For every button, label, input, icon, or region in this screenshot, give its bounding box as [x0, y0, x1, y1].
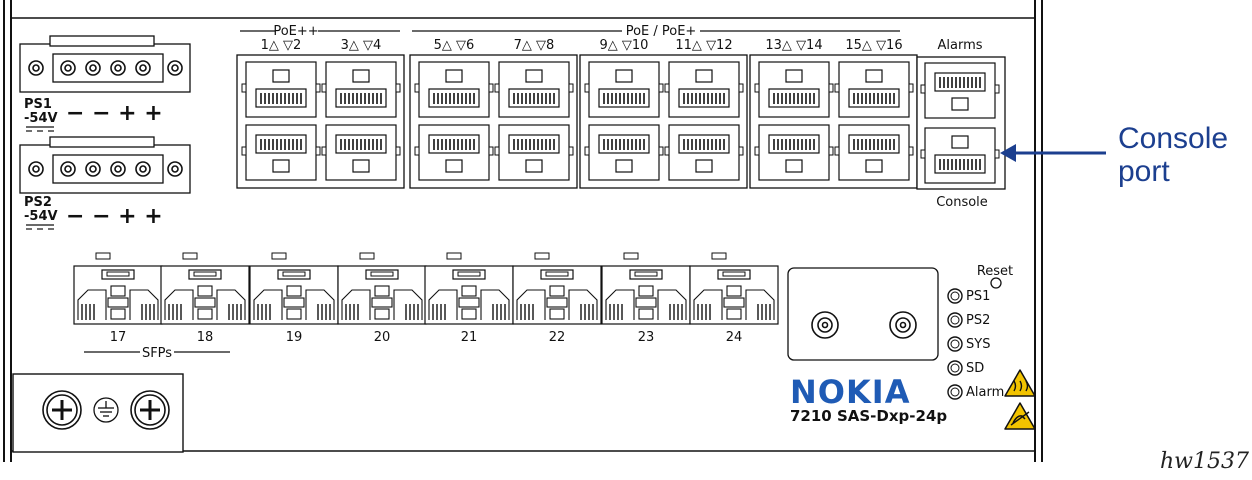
- callout-line-2: port: [1118, 155, 1170, 188]
- sfp-port-18[interactable]: [160, 252, 250, 325]
- coax-connector-block: [787, 267, 939, 361]
- rj45-port-6[interactable]: [415, 125, 493, 180]
- ps2-voltage: -54V: [24, 209, 58, 224]
- ps2-label: PS2: [24, 195, 52, 210]
- rj45-port-labels: 1△ ▽2 3△ ▽4 5△ ▽6 7△ ▽8 9△ ▽10 11△ ▽12 13△ ▽14…: [261, 38, 903, 53]
- sfp-port-23[interactable]: [601, 252, 691, 325]
- figure-id: hw1537: [1160, 449, 1249, 474]
- sfp-port-number: 24: [726, 330, 743, 345]
- sfp-port-number: 19: [286, 330, 303, 345]
- led-inner: [950, 315, 960, 325]
- rj45-port-4[interactable]: [322, 125, 400, 180]
- rj45-port-9[interactable]: [585, 62, 663, 117]
- rj45-port-16[interactable]: [835, 125, 913, 180]
- rj45-port-label: 3△ ▽4: [341, 38, 382, 53]
- console-label: Console: [936, 195, 988, 210]
- ground-screw-left-icon: [42, 390, 82, 430]
- rj45-port-label: 15△ ▽16: [845, 38, 902, 53]
- rj45-port-8[interactable]: [495, 125, 573, 180]
- led-label: PS1: [966, 289, 990, 304]
- sfp-port-number: 20: [374, 330, 391, 345]
- rj45-port-11[interactable]: [665, 62, 743, 117]
- rj45-block-9-12: [579, 54, 748, 189]
- led-label: PS2: [966, 313, 990, 328]
- reset-button[interactable]: [990, 277, 1002, 289]
- ps1-power-connector: [19, 35, 191, 93]
- poe-plus-plus-group-label: PoE++: [273, 24, 318, 39]
- sfp-port-19[interactable]: [249, 252, 339, 325]
- led-label: Alarm: [966, 385, 1004, 400]
- rj45-block-13-16: [749, 54, 918, 189]
- rj45-port-label: 13△ ▽14: [765, 38, 822, 53]
- rj45-port-10[interactable]: [585, 125, 663, 180]
- ground-symbol-icon: [93, 397, 119, 423]
- ps1-label: PS1: [24, 97, 52, 112]
- rj45-port-12[interactable]: [665, 125, 743, 180]
- sfp-port-number: 18: [197, 330, 214, 345]
- ps1-polarity: − − + +: [66, 101, 163, 126]
- ps2-polarity: − − + +: [66, 204, 163, 229]
- led-inner: [950, 291, 960, 301]
- sfp-port-24[interactable]: [689, 252, 779, 325]
- led-inner: [950, 339, 960, 349]
- led-inner: [950, 363, 960, 373]
- console-port[interactable]: [921, 128, 999, 183]
- reset-label: Reset: [977, 264, 1013, 279]
- dc-symbol-icon: [26, 224, 54, 230]
- sfp-port-20[interactable]: [337, 252, 427, 325]
- rj45-port-13[interactable]: [755, 62, 833, 117]
- rj45-port-label: 5△ ▽6: [434, 38, 475, 53]
- ps1-voltage: -54V: [24, 111, 58, 126]
- rj45-port-label: 9△ ▽10: [600, 38, 649, 53]
- led-inner: [950, 387, 960, 397]
- rj45-port-label: 11△ ▽12: [675, 38, 732, 53]
- sfp-port-17[interactable]: [73, 252, 163, 325]
- sfp-ports: 17 18 19 20 21 22 23 24: [73, 252, 779, 345]
- rj45-block-1-4: [236, 54, 405, 189]
- rj45-port-5[interactable]: [415, 62, 493, 117]
- console-callout-arrow: [1000, 144, 1106, 162]
- poe-poe-plus-group-label: PoE / PoE+: [626, 24, 697, 39]
- alarms-port[interactable]: [921, 63, 999, 118]
- sfps-label: SFPs: [142, 346, 172, 361]
- sfp-port-21[interactable]: [424, 252, 514, 325]
- grounding-block: [12, 373, 184, 453]
- alarms-console-block: [916, 56, 1006, 190]
- led-label: SYS: [966, 337, 990, 352]
- brand-logo: NOKIA: [790, 373, 910, 411]
- sfp-port-number: 23: [638, 330, 655, 345]
- rj45-port-7[interactable]: [495, 62, 573, 117]
- dc-symbol-icon: [26, 126, 54, 132]
- rj45-port-2[interactable]: [242, 125, 320, 180]
- esd-warning-icon: [1004, 402, 1036, 430]
- sfp-port-number: 21: [461, 330, 478, 345]
- rj45-port-label: 7△ ▽8: [514, 38, 555, 53]
- rj45-port-14[interactable]: [755, 125, 833, 180]
- sfp-port-number: 17: [110, 330, 127, 345]
- callout-line-1: Console: [1118, 122, 1228, 155]
- rj45-port-label: 1△ ▽2: [261, 38, 302, 53]
- sfp-port-number: 22: [549, 330, 566, 345]
- led-label: SD: [966, 361, 984, 376]
- ps2-power-connector: [19, 136, 191, 194]
- hot-surface-warning-icon: [1004, 369, 1036, 397]
- alarms-label: Alarms: [937, 38, 982, 53]
- sfp-port-22[interactable]: [512, 252, 602, 325]
- rj45-port-1[interactable]: [242, 62, 320, 117]
- model-label: 7210 SAS-Dxp-24p: [790, 407, 947, 425]
- ground-screw-right-icon: [130, 390, 170, 430]
- rj45-port-15[interactable]: [835, 62, 913, 117]
- rj45-block-5-8: [409, 54, 578, 189]
- rj45-port-3[interactable]: [322, 62, 400, 117]
